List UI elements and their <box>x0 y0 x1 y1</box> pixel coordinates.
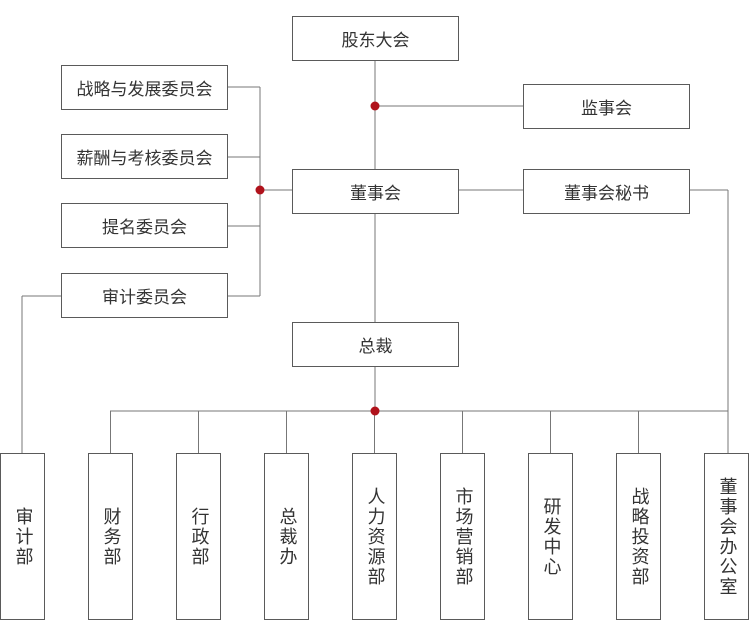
junction-dot <box>370 101 380 111</box>
department-box: 财务部 <box>88 453 133 620</box>
department-label: 战略投资部 <box>628 486 650 587</box>
supervisory-board-box: 监事会 <box>523 84 690 129</box>
department-box: 人力资源部 <box>352 453 397 620</box>
department-box: 董事会办公室 <box>704 453 749 620</box>
board-secretary-label: 董事会秘书 <box>564 184 649 204</box>
department-label: 人力资源部 <box>364 486 386 587</box>
department-label: 研发中心 <box>540 496 562 577</box>
board-of-directors-box: 董事会 <box>292 169 459 214</box>
department-label: 行政部 <box>188 506 210 567</box>
department-label: 财务部 <box>100 506 122 567</box>
junction-dot <box>370 406 380 416</box>
department-box: 行政部 <box>176 453 221 620</box>
department-box: 研发中心 <box>528 453 573 620</box>
board-of-directors-label: 董事会 <box>350 184 401 204</box>
department-label: 市场营销部 <box>452 486 474 587</box>
president-label: 总裁 <box>358 337 393 357</box>
compensation-committee-box: 薪酬与考核委员会 <box>61 134 228 179</box>
department-box: 市场营销部 <box>440 453 485 620</box>
nomination-committee-label: 提名委员会 <box>102 218 187 238</box>
strategy-committee-label: 战略与发展委员会 <box>76 80 213 100</box>
board-secretary-box: 董事会秘书 <box>523 169 690 214</box>
department-label: 董事会办公室 <box>716 476 738 597</box>
supervisory-board-label: 监事会 <box>581 99 632 119</box>
audit-committee-label: 审计委员会 <box>102 288 187 308</box>
nomination-committee-box: 提名委员会 <box>61 203 228 248</box>
compensation-committee-label: 薪酬与考核委员会 <box>76 149 213 169</box>
president-box: 总裁 <box>292 322 459 367</box>
shareholders-meeting-label: 股东大会 <box>341 31 410 51</box>
department-label: 审计部 <box>12 506 34 567</box>
junction-dot <box>255 185 265 195</box>
department-label: 总裁办 <box>276 506 298 567</box>
shareholders-meeting-box: 股东大会 <box>292 16 459 61</box>
department-box: 总裁办 <box>264 453 309 620</box>
department-box: 战略投资部 <box>616 453 661 620</box>
department-box: 审计部 <box>0 453 45 620</box>
audit-committee-box: 审计委员会 <box>61 273 228 318</box>
strategy-committee-box: 战略与发展委员会 <box>61 65 228 110</box>
